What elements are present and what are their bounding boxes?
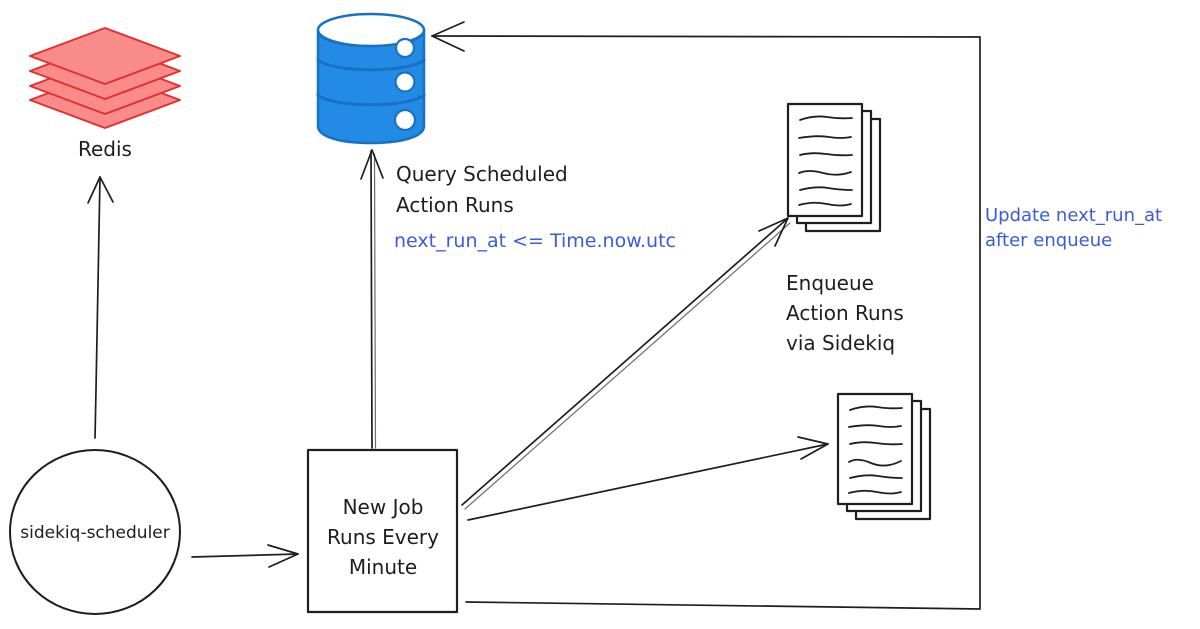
job-box-label-line: Minute <box>348 555 418 579</box>
job-box <box>306 448 459 614</box>
query-annotation-line: Query Scheduled <box>396 162 568 186</box>
database-cylinder-icon <box>316 12 426 145</box>
enqueue-annotation-line: Enqueue <box>786 271 874 295</box>
arrow-update-to-database <box>431 21 981 610</box>
redis-stack-icon <box>29 27 181 129</box>
arrow-scheduler-to-jobbox <box>191 544 299 568</box>
enqueue-annotation: Enqueue Action Runs via Sidekiq <box>786 268 904 358</box>
document-stack-icon-top <box>786 102 882 233</box>
query-annotation: Query Scheduled Action Runs <box>396 159 568 221</box>
update-annotation-line: Update next_run_at <box>985 205 1163 226</box>
job-box-label-line: Runs Every <box>327 525 439 549</box>
scheduler-circle <box>9 449 181 615</box>
update-annotation: Update next_run_at after enqueue <box>985 203 1162 253</box>
arrow-jobbox-to-documents-bottom <box>467 436 829 521</box>
scheduler-label: sidekiq-scheduler <box>20 523 170 543</box>
redis-label: Redis <box>78 137 132 161</box>
arrow-jobbox-to-documents-top <box>461 217 791 510</box>
query-condition-annotation: next_run_at <= Time.now.utc <box>394 230 676 252</box>
update-annotation-line: after enqueue <box>985 230 1113 251</box>
job-box-label: New Job Runs Every Minute <box>309 492 457 582</box>
enqueue-annotation-line: via Sidekiq <box>786 331 896 355</box>
document-stack-icon-bottom <box>836 392 932 521</box>
query-annotation-line: Action Runs <box>396 193 514 217</box>
job-box-label-line: New Job <box>342 495 424 519</box>
arrow-jobbox-to-database <box>360 149 384 449</box>
enqueue-annotation-line: Action Runs <box>786 301 904 325</box>
arrow-scheduler-to-redis <box>87 176 114 439</box>
